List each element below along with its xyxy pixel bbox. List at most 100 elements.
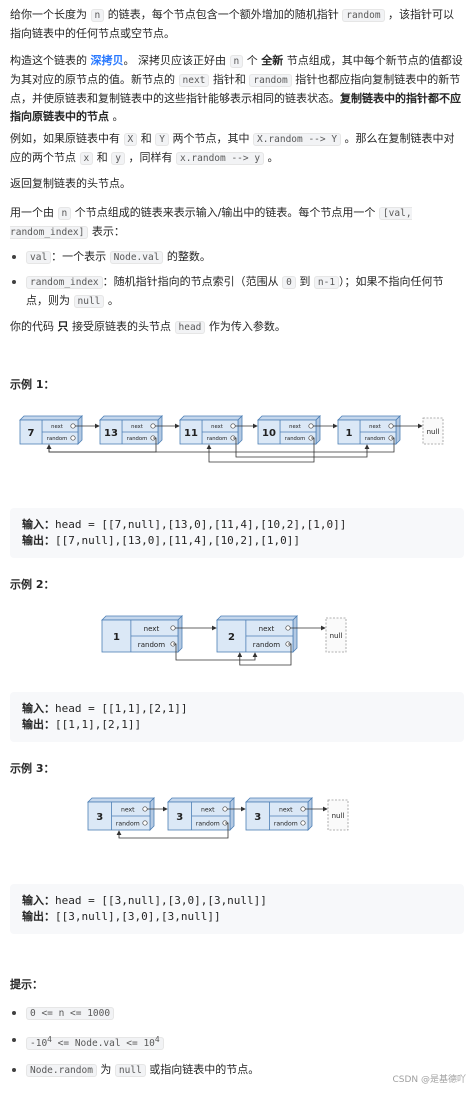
node-top-face (19, 415, 83, 421)
field-list: val：一个表示 Node.val 的整数。 random_index：随机指针… (10, 248, 464, 311)
node-side-face (315, 415, 321, 445)
next-label: next (369, 424, 381, 430)
random-label: random (47, 436, 67, 442)
next-label: next (131, 424, 143, 430)
list-item: 0 <= n <= 1000 (10, 1004, 464, 1023)
node-top-face (257, 415, 321, 421)
example-1-io: 输入：head = [[7,null],[13,0],[11,4],[10,2]… (10, 508, 464, 558)
inline-code: 0 (282, 276, 296, 289)
node-side-face (177, 615, 183, 653)
inline-code: n (57, 207, 72, 220)
random-label: random (285, 436, 305, 442)
next-pointer-dot (230, 423, 236, 429)
intro-paragraph-2: 构造这个链表的 深拷贝。 深拷贝应该正好由 n 个 全新 节点组成，其中每个新节… (10, 54, 463, 123)
node-value: 2 (228, 632, 235, 643)
next-label: next (289, 424, 301, 430)
inline-code: null (73, 295, 105, 308)
example-2-title: 示例 2： (10, 578, 55, 591)
node-value: 3 (96, 812, 103, 823)
random-arrow (116, 822, 229, 839)
inline-code: Node.random (26, 1064, 97, 1078)
deep-copy-link[interactable]: 深拷贝 (90, 54, 124, 67)
next-label: next (259, 624, 275, 633)
random-label: random (253, 640, 280, 649)
inline-code: x.random --> y (175, 152, 265, 165)
node-value: 7 (28, 428, 35, 439)
node-top-face (167, 797, 235, 803)
null-label: null (427, 428, 440, 436)
list-item: -104 <= Node.val <= 104 (10, 1031, 464, 1053)
next-pointer-dot (70, 423, 76, 429)
node-value: 11 (184, 428, 198, 439)
node-value: 1 (113, 632, 120, 643)
intro-paragraph-1: 给你一个长度为 n 的链表，每个节点包含一个额外增加的随机指针 random ，… (10, 8, 455, 40)
next-label: next (201, 806, 215, 813)
random-arrow (46, 437, 395, 453)
random-label: random (138, 640, 165, 649)
null-node (325, 617, 347, 653)
node-side-face (149, 797, 155, 831)
random-arrow (237, 643, 292, 666)
watermark: CSDN @是基德吖 (392, 1075, 466, 1085)
inline-code: n (90, 9, 105, 22)
example-1-title: 示例 1： (10, 378, 55, 391)
inline-code: Node.val (109, 251, 164, 264)
linked-list-diagram: 7nextrandom13nextrandom11nextrandom10nex… (19, 415, 444, 463)
next-label: next (279, 806, 293, 813)
node-top-face (245, 797, 313, 803)
next-pointer-dot (300, 806, 306, 812)
random-label: random (196, 820, 220, 827)
node-side-face (307, 797, 313, 831)
random-label: random (207, 436, 227, 442)
list-item: val：一个表示 Node.val 的整数。 (10, 248, 464, 267)
node-top-face (101, 615, 183, 621)
node-top-face (179, 415, 243, 421)
inline-code: 0 <= n <= 1000 (26, 1007, 115, 1020)
node-value: 1 (346, 428, 353, 439)
next-pointer-dot (308, 423, 314, 429)
inline-code: n (229, 55, 244, 68)
inline-code: y (111, 152, 125, 165)
random-label: random (274, 820, 298, 827)
inline-code: val (26, 251, 52, 264)
random-arrow (233, 437, 370, 458)
random-arrow (206, 437, 315, 463)
intro-paragraph-6: 你的代码 只 接受原链表的头节点 head 作为传入参数。 (10, 320, 286, 334)
next-pointer-dot (222, 806, 228, 812)
example-1-diagram: 7nextrandom13nextrandom11nextrandom10nex… (19, 415, 444, 463)
next-label: next (211, 424, 223, 430)
inline-code: random (342, 9, 385, 22)
list-item: Node.random 为 null 或指向链表中的节点。 (10, 1061, 464, 1080)
node-top-face (87, 797, 155, 803)
node-side-face (395, 415, 401, 445)
hints-title: 提示： (10, 978, 43, 991)
node-side-face (237, 415, 243, 445)
next-label: next (51, 424, 63, 430)
random-pointer-dot (70, 435, 76, 441)
node-top-face (337, 415, 401, 421)
random-pointer-dot (300, 820, 306, 826)
next-label: next (121, 806, 135, 813)
list-item: random_index：随机指针指向的节点索引（范围从 0 到 n-1）；如果… (10, 273, 464, 311)
inline-code: head (174, 321, 206, 334)
random-label: random (116, 820, 140, 827)
example-3-title: 示例 3： (10, 762, 55, 775)
null-label: null (332, 812, 345, 820)
next-label: next (144, 624, 160, 633)
hints-list: 0 <= n <= 1000 -104 <= Node.val <= 104 N… (10, 1004, 464, 1080)
node-value: 13 (104, 428, 118, 439)
inline-code: -104 <= Node.val <= 104 (26, 1035, 164, 1051)
inline-code: next (178, 74, 210, 87)
inline-code: x (79, 152, 94, 165)
intro-paragraph-5: 用一个由 n 个节点组成的链表来表示输入/输出中的链表。每个节点用一个 [val… (10, 206, 412, 239)
next-pointer-dot (142, 806, 148, 812)
node-value: 3 (254, 812, 261, 823)
random-label: random (127, 436, 147, 442)
next-pointer-dot (285, 625, 291, 631)
inline-code: n-1 (313, 276, 340, 289)
inline-code: null (114, 1064, 146, 1078)
random-arrow (173, 643, 258, 661)
